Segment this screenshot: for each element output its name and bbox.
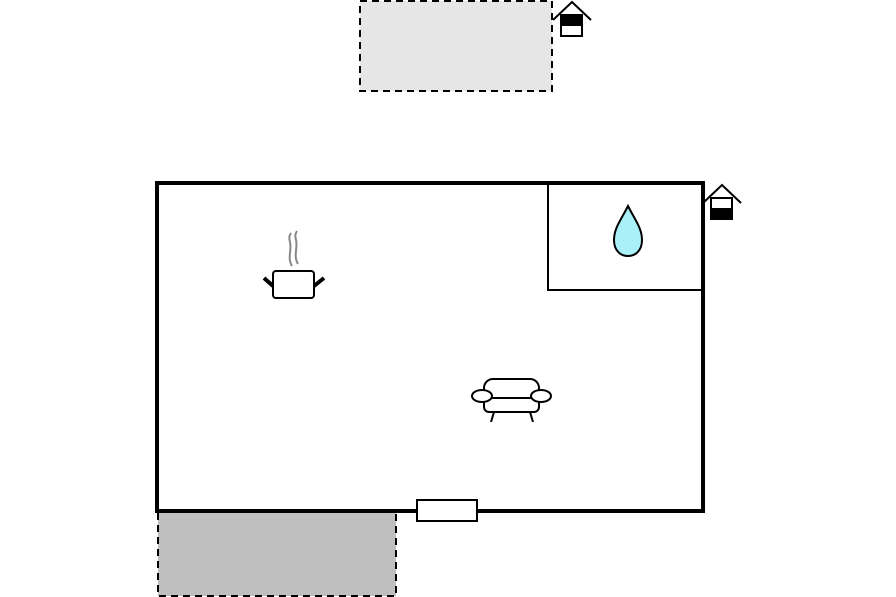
house-level-icon [552,0,592,37]
sofa-icon [471,378,552,423]
cooking-pot-icon [262,230,326,299]
outdoor-area-bottom [157,511,397,597]
main-room [155,181,705,513]
water-drop-icon [612,203,644,258]
house-level-icon [702,183,742,220]
door [416,499,478,522]
bathroom [547,185,701,291]
outdoor-area-top [359,0,553,92]
